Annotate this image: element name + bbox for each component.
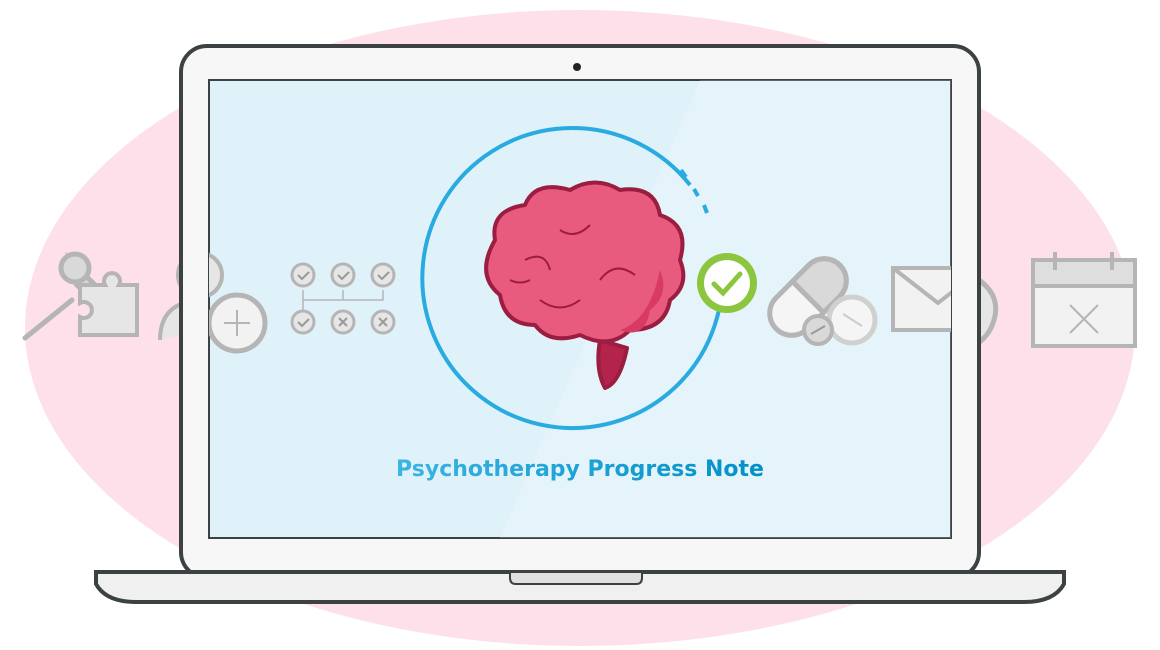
check-icon (697, 253, 757, 313)
laptop-base (94, 570, 1066, 604)
screen-title: Psychotherapy Progress Note (396, 457, 764, 482)
puzzle-icon (78, 271, 139, 337)
checklist-icon (290, 262, 396, 335)
laptop-notch (509, 571, 643, 585)
plus-circle-icon (209, 292, 268, 354)
progress-ring (420, 126, 725, 431)
camera-icon (573, 63, 581, 71)
brain-icon (484, 180, 686, 390)
envelope-icon (891, 266, 951, 332)
pills-icon (767, 256, 878, 346)
calendar-cancel-icon (1031, 252, 1137, 348)
user-add-icon (209, 252, 224, 298)
